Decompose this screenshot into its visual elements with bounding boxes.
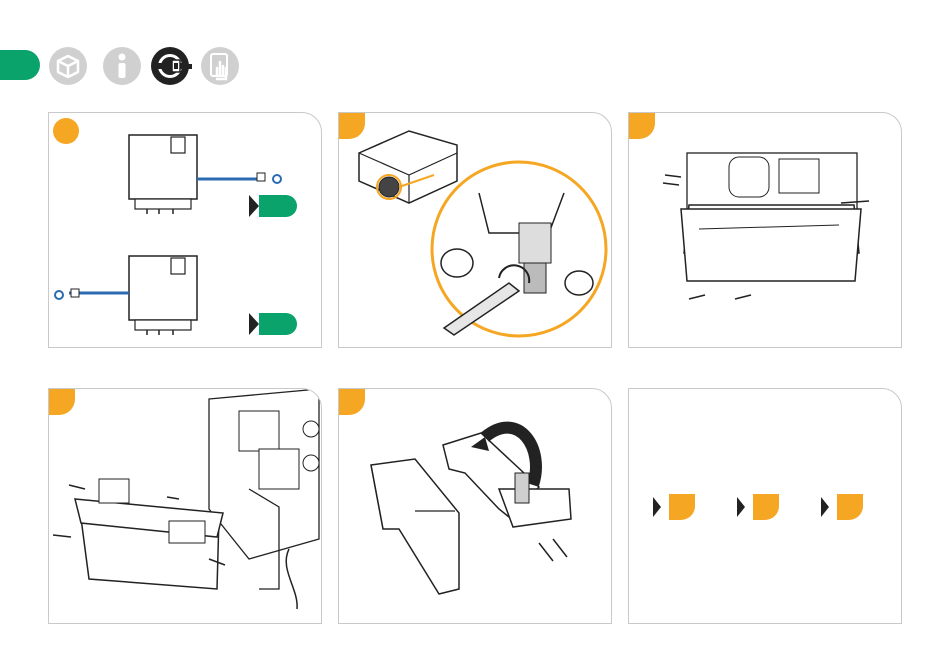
option-badge bbox=[259, 195, 297, 217]
step-panel-4 bbox=[48, 388, 322, 624]
wrench-fitting-illustration bbox=[339, 113, 612, 348]
sequence-step-marker bbox=[669, 494, 695, 520]
option-arrow-icon bbox=[249, 195, 259, 217]
sequence-arrow-icon bbox=[821, 497, 829, 517]
section-tab bbox=[0, 50, 40, 80]
info-icon bbox=[102, 46, 142, 86]
sequence-arrow-icon bbox=[653, 497, 661, 517]
step-panel-6 bbox=[628, 388, 902, 624]
sequence-arrow-icon bbox=[737, 497, 745, 517]
step-panel-2 bbox=[338, 112, 612, 348]
tank-detach-illustration bbox=[49, 389, 322, 624]
step-panel-1 bbox=[48, 112, 322, 348]
option-badge bbox=[259, 313, 297, 335]
tank-separation-illustration bbox=[339, 389, 612, 624]
option-arrow-icon bbox=[249, 313, 259, 335]
cover-screws-illustration bbox=[629, 113, 902, 348]
hand-touch-icon bbox=[200, 46, 240, 86]
steering-wheel-icon bbox=[150, 46, 198, 86]
sequence-step-marker bbox=[753, 494, 779, 520]
box-icon bbox=[48, 46, 88, 86]
step-panel-3 bbox=[628, 112, 902, 348]
sequence-step-marker bbox=[837, 494, 863, 520]
step-panel-5 bbox=[338, 388, 612, 624]
